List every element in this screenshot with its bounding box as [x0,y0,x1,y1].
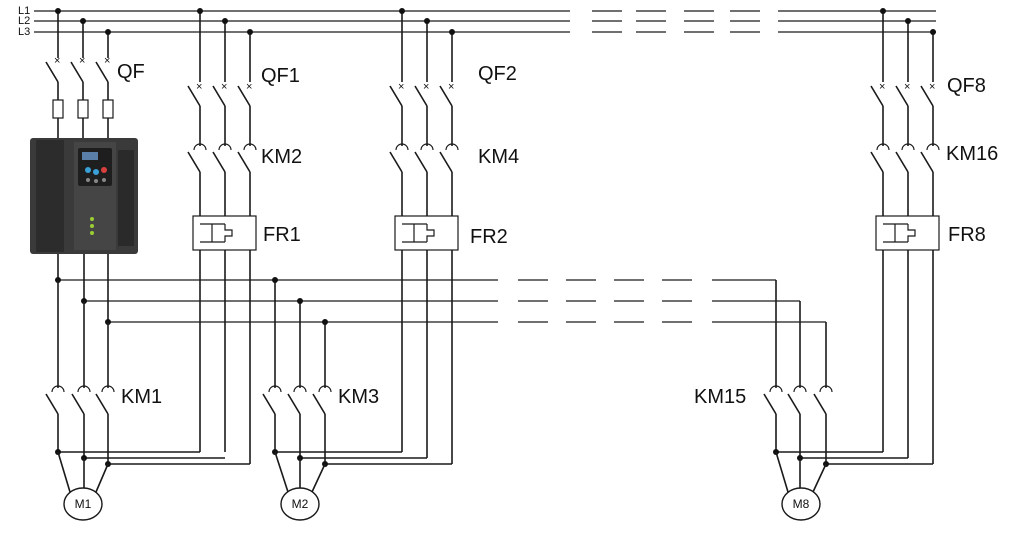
svg-text:×: × [221,81,227,93]
inverter-column: × × × QF [30,8,145,325]
qf1-label: QF1 [261,65,300,87]
km3-label: KM3 [338,386,379,408]
fuse-icon [52,99,114,138]
km3-contactor-icon [262,385,332,464]
bus-label-l2: L2 [18,15,30,27]
fr2-relay-icon [394,215,459,464]
km2-label: KM2 [261,146,302,168]
svg-text:×: × [54,55,60,67]
km2-contactor-icon [187,143,257,216]
km16-contactor-icon [870,143,940,216]
fr2-label: FR2 [470,226,508,248]
svg-text:×: × [398,81,404,93]
km4-label: KM4 [478,146,519,168]
svg-text:×: × [246,81,252,93]
km15-label: KM15 [694,386,746,408]
branch-2: × × × QF2 KM4 FR2 KM3 [262,8,519,521]
km1-contactor-icon [45,385,115,464]
fr1-label: FR1 [263,224,301,246]
bus-label-l1: L1 [18,5,30,17]
motor-m1-icon: M1 [63,487,103,521]
bus-label-l3: L3 [18,26,30,38]
svg-text:×: × [104,55,110,67]
km4-contactor-icon [389,143,459,216]
motor-m8-icon: M8 [781,487,821,521]
km15-contactor-icon [763,385,833,464]
qf2-label: QF2 [478,63,517,85]
qf1-switch-icon: × × × [187,81,252,146]
fr8-label: FR8 [948,224,986,246]
motor-bus [58,279,826,323]
fr1-relay-icon [192,215,257,464]
motor-m2-label: M2 [292,497,309,511]
qf8-label: QF8 [947,75,986,97]
qf8-switch-icon: × × × [870,81,935,146]
svg-text:×: × [904,81,910,93]
svg-text:×: × [448,81,454,93]
svg-text:×: × [423,81,429,93]
qf-switch-icon: × × × [45,55,110,100]
km1-label: KM1 [121,386,162,408]
svg-text:×: × [879,81,885,93]
motor-m1-label: M1 [75,497,92,511]
km16-label: KM16 [946,143,998,165]
qf-label: QF [117,61,145,83]
fr8-relay-icon [875,215,940,464]
svg-text:×: × [196,81,202,93]
svg-text:×: × [929,81,935,93]
branch-8: × × × QF8 KM16 FR8 KM15 [694,8,998,521]
motor-m2-icon: M2 [280,487,320,521]
svg-text:×: × [79,55,85,67]
branch-1: × × × QF1 KM2 FR1 KM1 [45,8,302,521]
inverter-icon [30,138,138,254]
qf2-switch-icon: × × × [389,81,454,146]
supply-bus [34,10,936,33]
motor-m8-label: M8 [793,497,810,511]
